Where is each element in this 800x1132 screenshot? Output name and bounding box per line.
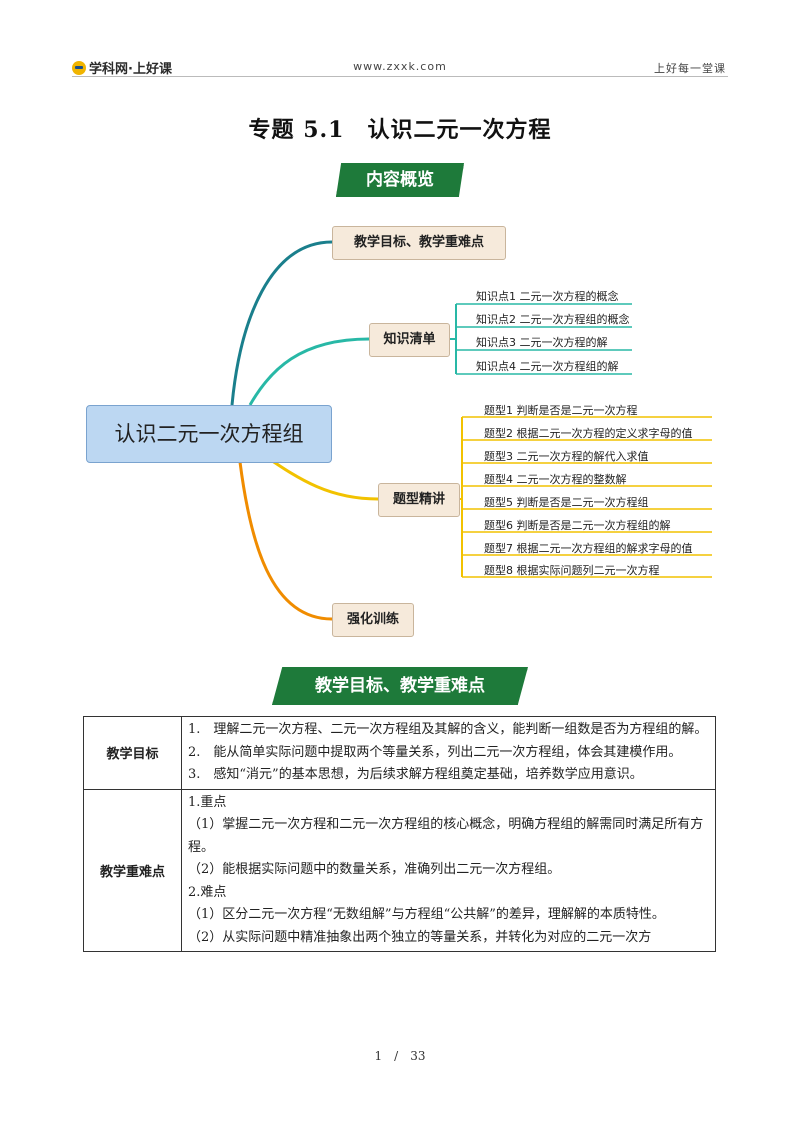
header-slogan: 上好每一堂课 [654, 62, 726, 75]
mindmap-node-knowledge: 知识清单 [369, 323, 450, 357]
key-line: 2.难点 [188, 884, 227, 900]
type-leaf: 题型8 根据实际问题列二元一次方程 [484, 564, 660, 577]
logo-icon [72, 60, 86, 75]
key-line: （2）能根据实际问题中的数量关系，准确列出二元一次方程组。 [188, 862, 561, 877]
key-label: 教学重难点 [83, 788, 182, 952]
goal-label: 教学目标 [83, 716, 182, 790]
table-row: 教学重难点 1.重点 （1）掌握二元一次方程和二元一次方程组的核心概念，明确方程… [83, 788, 716, 952]
goal-line: 2. 能从简单实际问题中提取两个等量关系，列出二元一次方程组，体会其建模作用。 [188, 744, 682, 760]
branch-line-types [264, 454, 379, 501]
branch-line-knowledge [248, 337, 370, 406]
site-logo: 学科网·上好课 [72, 58, 172, 77]
type-leaf: 题型4 二元一次方程的整数解 [484, 473, 627, 486]
knowledge-leaf: 知识点4 二元一次方程组的解 [476, 360, 619, 373]
type-leaf: 题型3 二元一次方程的解代入求值 [484, 450, 649, 463]
type-leaf: 题型1 判断是否是二元一次方程 [484, 404, 638, 417]
mindmap-node-types: 题型精讲 [378, 483, 460, 517]
branch-line-goals [230, 240, 333, 406]
knowledge-leaf: 知识点3 二元一次方程的解 [476, 336, 608, 349]
key-content: 1.重点 （1）掌握二元一次方程和二元一次方程组的核心概念，明确方程组的解需同时… [181, 788, 716, 952]
type-leaf: 题型7 根据二元一次方程组的解求字母的值 [484, 542, 693, 555]
goal-line: 3. 感知“消元”的基本思想，为后续求解方程组奠定基础，培养数学应用意识。 [188, 767, 643, 782]
goal-line: 1. 理解二元一次方程、二元一次方程组及其解的含义，能判断一组数是否为方程组的解… [188, 722, 708, 737]
type-leaf: 题型2 根据二元一次方程的定义求字母的值 [484, 427, 693, 440]
overview-banner: 内容概览 [336, 163, 464, 197]
mindmap-connectors [230, 240, 712, 621]
goal-content: 1. 理解二元一次方程、二元一次方程组及其解的含义，能判断一组数是否为方程组的解… [181, 716, 716, 790]
page-title: 专题 5.1 认识二元一次方程 [248, 117, 552, 143]
knowledge-leaf: 知识点2 二元一次方程组的概念 [476, 313, 630, 326]
key-line: 1.重点 [188, 794, 227, 810]
mindmap-node-training: 强化训练 [332, 603, 414, 637]
key-line: （1）区分二元一次方程“无数组解”与方程组“公共解”的差异，理解解的本质特性。 [188, 907, 665, 922]
header-divider [72, 76, 728, 77]
mindmap-center: 认识二元一次方程组 [86, 405, 332, 463]
type-leaf: 题型5 判断是否是二元一次方程组 [484, 496, 649, 509]
branch-line-training [238, 461, 333, 621]
goals-banner: 教学目标、教学重难点 [272, 667, 528, 705]
knowledge-leaf: 知识点1 二元一次方程的概念 [476, 290, 619, 303]
key-line: （2）从实际问题中精准抽象出两个独立的等量关系，并转化为对应的二元一次方 [188, 929, 652, 945]
table-row: 教学目标 1. 理解二元一次方程、二元一次方程组及其解的含义，能判断一组数是否为… [83, 716, 716, 790]
page-number: 1 / 33 [374, 1049, 426, 1063]
site-url: www.zxxk.com [353, 60, 447, 73]
goals-table: 教学目标 1. 理解二元一次方程、二元一次方程组及其解的含义，能判断一组数是否为… [83, 716, 716, 952]
logo-text: 学科网·上好课 [89, 62, 172, 77]
key-line: （1）掌握二元一次方程和二元一次方程组的核心概念，明确方程组的解需同时满足所有方… [188, 817, 704, 855]
type-leaf: 题型6 判断是否是二元一次方程组的解 [484, 519, 671, 532]
mindmap-node-goals: 教学目标、教学重难点 [332, 226, 506, 260]
